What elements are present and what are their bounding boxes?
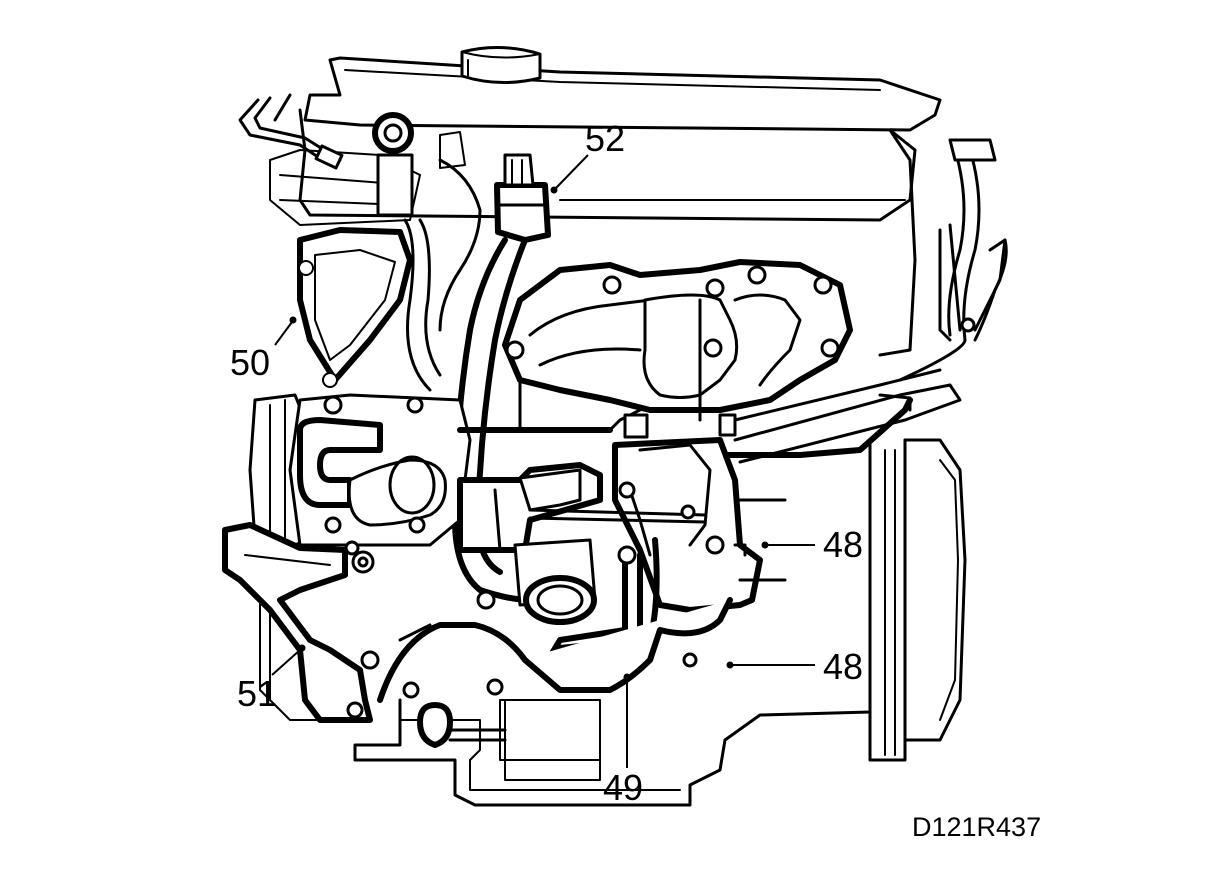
engine-bracket	[222, 522, 496, 723]
turbo-housing	[457, 378, 787, 668]
exhaust-manifold	[502, 259, 853, 422]
callout-dot	[289, 316, 297, 324]
callout-dot	[298, 644, 306, 652]
egr-pipe	[717, 138, 1008, 464]
callout-label-48-upper: 48	[823, 524, 863, 565]
callout-dot	[550, 186, 558, 194]
callout-label-50: 50	[230, 342, 270, 383]
flywheel-housing	[868, 438, 967, 762]
callout-label-49: 49	[603, 767, 643, 808]
timing-cover	[269, 149, 421, 388]
callout-label-48-lower: 48	[823, 646, 863, 687]
callout-dot	[623, 673, 631, 681]
turbocharger	[248, 393, 472, 574]
intake-pipe	[403, 218, 442, 392]
oil-filler-cap	[460, 45, 542, 85]
engine-block-lower	[259, 589, 872, 807]
callout-49: 49	[603, 673, 643, 808]
callout-48-upper: 48	[761, 524, 863, 565]
callout-dot	[761, 541, 769, 549]
oil-sump	[377, 597, 733, 748]
callout-dot	[726, 661, 734, 669]
figure-reference-code: D121R437	[912, 812, 1041, 842]
callout-50: 50	[230, 316, 297, 383]
vacuum-valve	[494, 153, 551, 243]
callout-label-52: 52	[585, 118, 625, 159]
callout-48-lower: 48	[726, 646, 863, 687]
fuel-lines-top-left	[238, 93, 466, 217]
callout-51: 51	[237, 644, 306, 714]
callout-52: 52	[550, 118, 625, 194]
callout-label-51: 51	[237, 673, 277, 714]
wastegate-actuator	[457, 462, 707, 625]
